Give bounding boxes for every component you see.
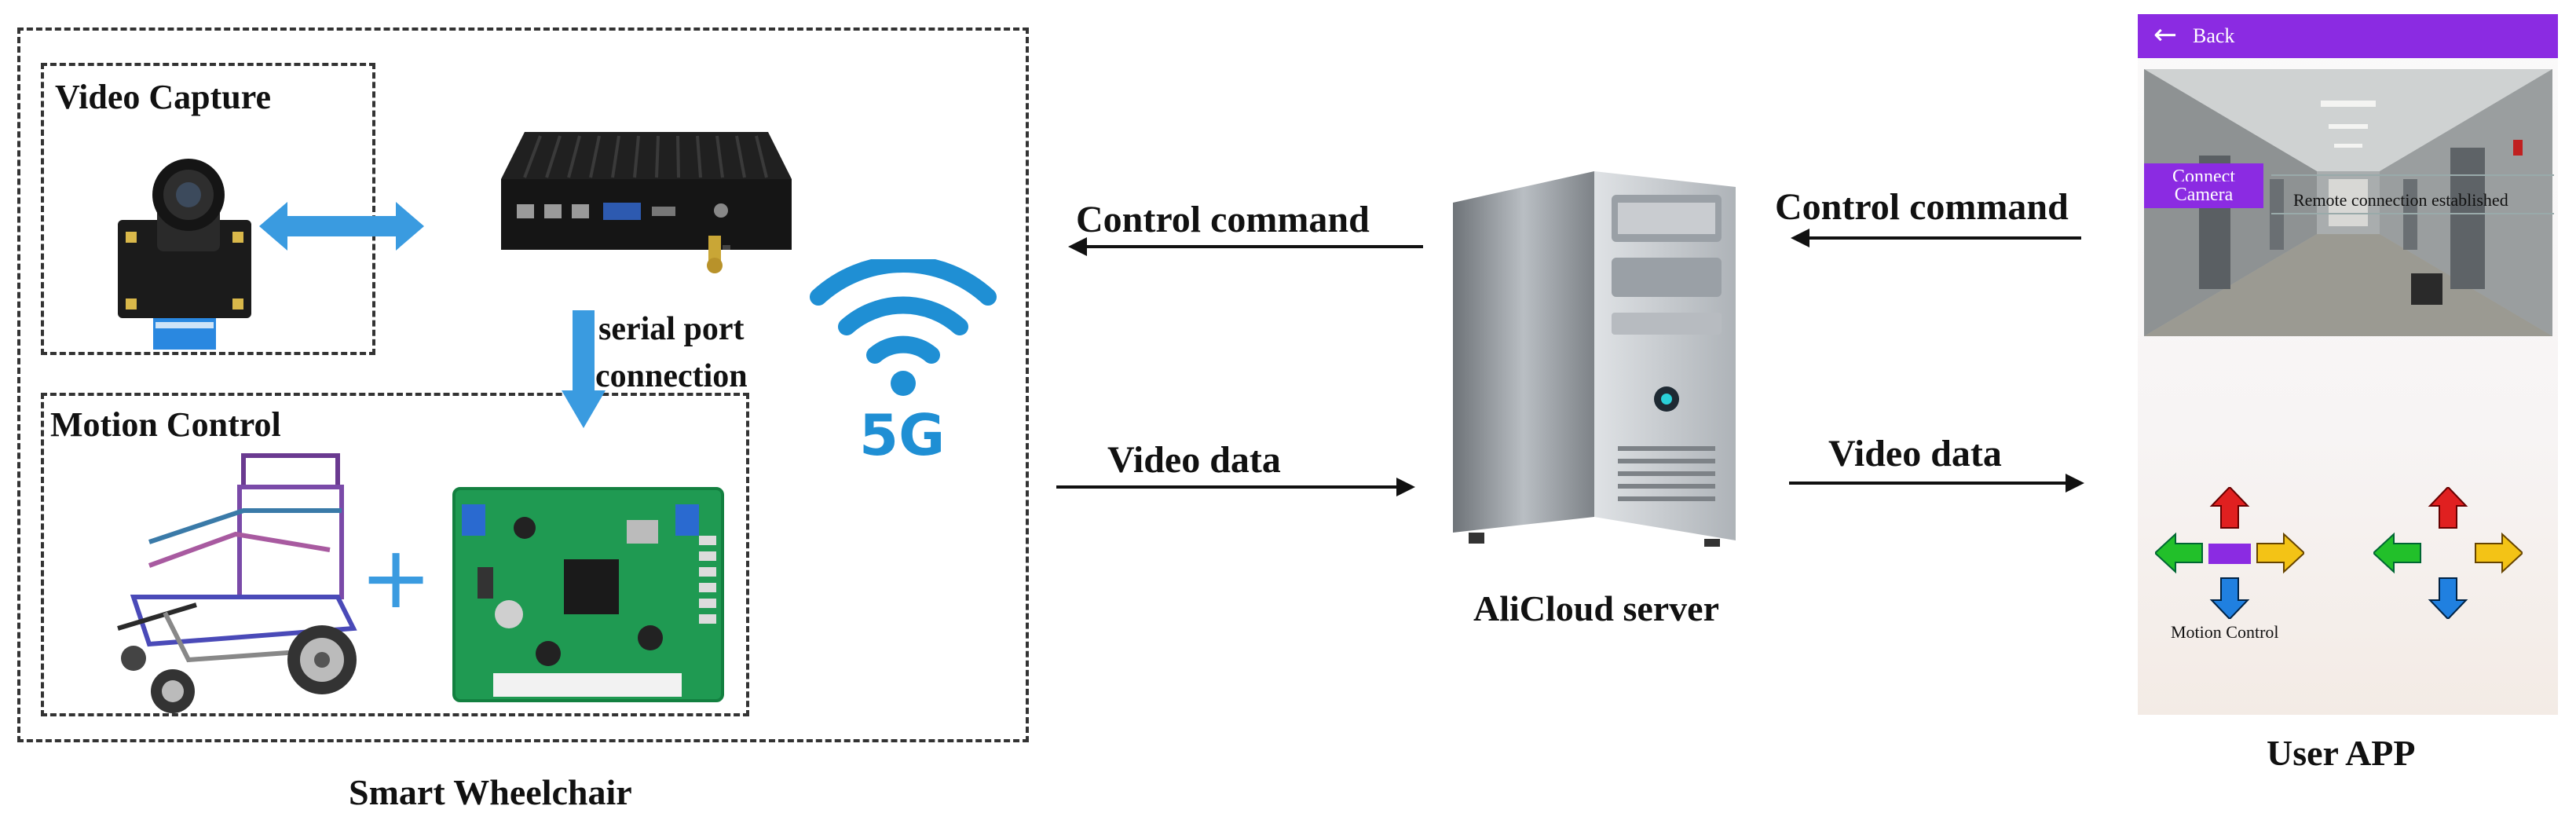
left-video-data-line — [1056, 485, 1398, 489]
left-control-command-label: Control command — [1076, 199, 1370, 240]
smart-wheelchair-frame — [17, 27, 1029, 742]
user-app-screen: ← Back Connect Camera Remote connection … — [2138, 14, 2558, 715]
app-bar: ← Back — [2138, 14, 2558, 58]
motion-pad-label: Motion Control — [2171, 622, 2279, 642]
mini-pc-icon — [501, 132, 792, 250]
wheelchair-model-icon — [117, 453, 357, 713]
video-capture-label: Video Capture — [55, 78, 271, 116]
back-button-label[interactable]: Back — [2193, 24, 2235, 47]
camera-button[interactable]: Camera — [2144, 181, 2263, 208]
motion-control-label: Motion Control — [50, 405, 281, 444]
wifi-5g-icon — [810, 259, 997, 396]
connection-status-text: Remote connection established — [2293, 190, 2508, 210]
video-feed — [2144, 69, 2552, 336]
left-control-command-line — [1085, 245, 1423, 248]
right-control-command-line — [1808, 236, 2081, 240]
control-board-icon — [452, 487, 724, 702]
server-label: AliCloud server — [1473, 588, 1720, 628]
corridor-image — [2144, 69, 2552, 336]
right-video-data-line — [1789, 482, 2067, 485]
user-app-title: User APP — [2267, 733, 2416, 773]
right-control-command-arrowhead — [1791, 229, 1809, 247]
status-field-underline — [2271, 213, 2554, 214]
serial-label-line2: connection — [595, 358, 748, 394]
back-arrow-icon[interactable]: ← — [2153, 19, 2178, 51]
serial-port-arrow — [562, 310, 606, 428]
plus-sign: + — [360, 527, 433, 628]
camera-pad-icon[interactable] — [2373, 487, 2523, 619]
left-video-data-arrowhead — [1396, 478, 1415, 496]
right-video-data-arrowhead — [2066, 474, 2084, 493]
left-control-command-arrowhead — [1068, 237, 1087, 256]
bidirectional-arrow — [259, 202, 424, 251]
camera-module-icon — [118, 159, 251, 350]
motion-control-frame — [41, 393, 749, 716]
smart-wheelchair-title: Smart Wheelchair — [349, 772, 632, 812]
right-control-command-label: Control command — [1775, 186, 2069, 228]
antenna-connector — [707, 236, 723, 273]
server-tower-icon — [1453, 171, 1736, 547]
direction-pad-icon[interactable] — [2155, 487, 2304, 619]
network-5g-label: 5G — [859, 402, 946, 468]
left-video-data-label: Video data — [1107, 439, 1281, 481]
video-capture-frame — [41, 63, 375, 355]
right-video-data-label: Video data — [1828, 433, 2002, 474]
connect-field-underline — [2271, 174, 2554, 176]
serial-label-line1: serial port — [598, 311, 745, 347]
